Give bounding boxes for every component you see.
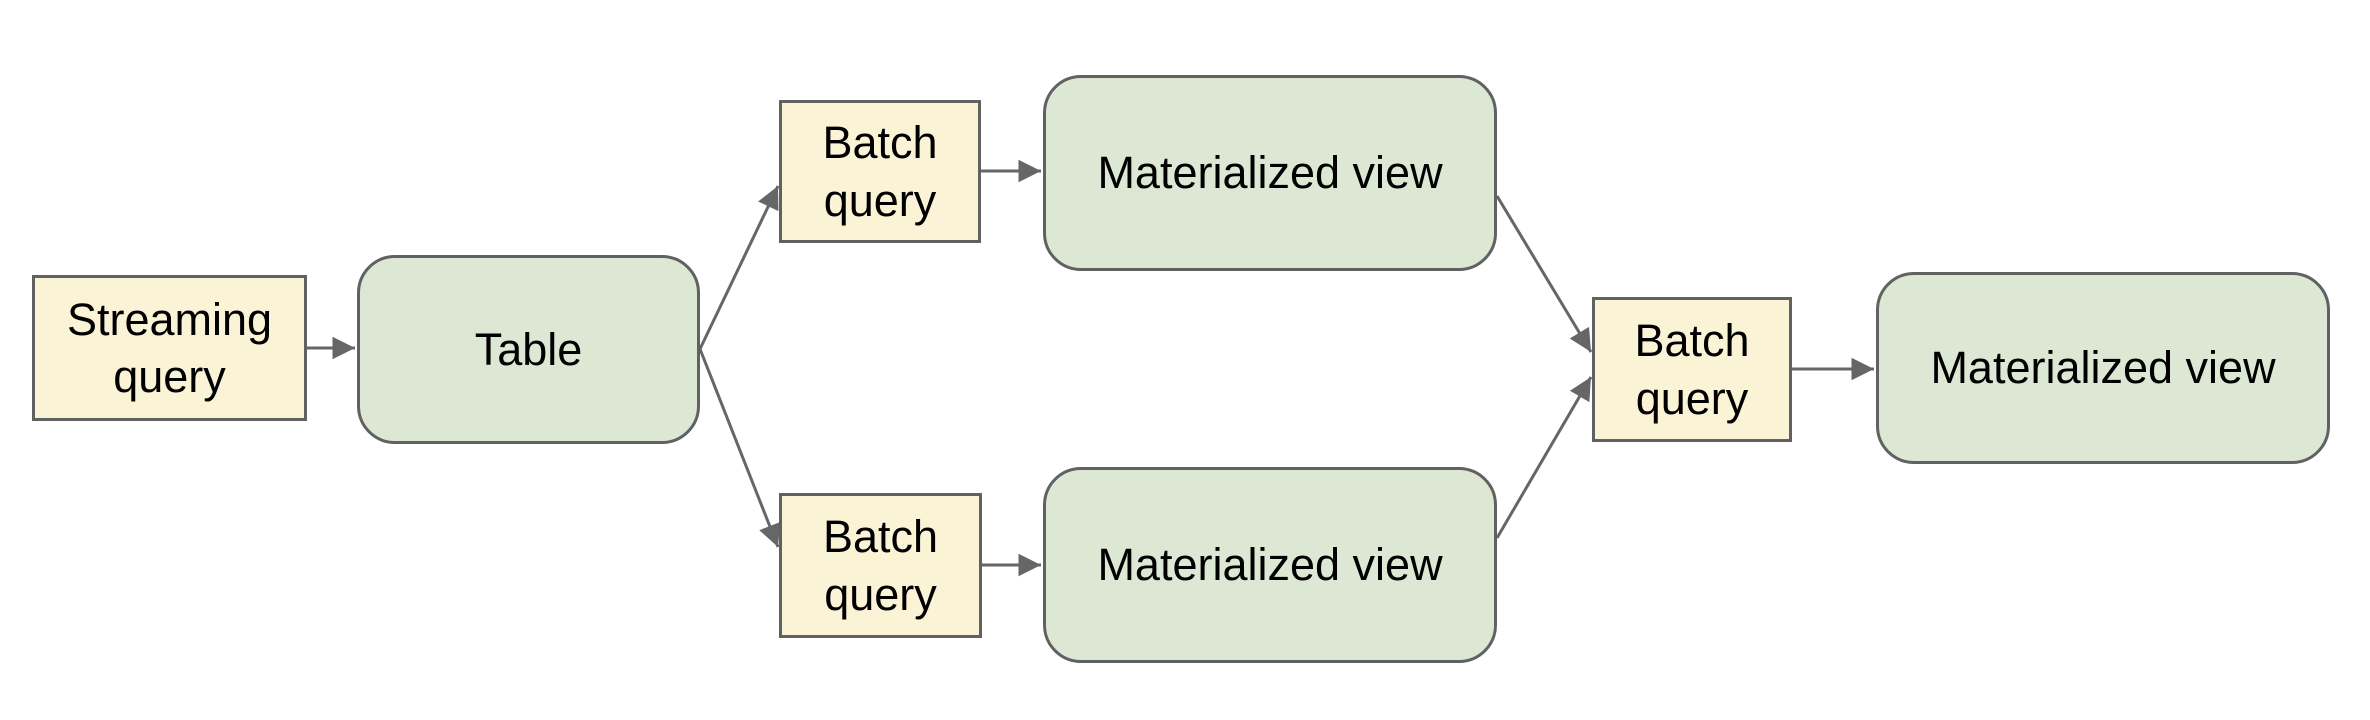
node-materialized-view-bottom: Materialized view [1043,467,1497,663]
node-label: Materialized view [1930,342,2276,394]
node-streaming-query: Streaming query [32,275,307,421]
node-label: Table [474,323,583,375]
node-label: Materialized view [1097,147,1443,199]
edge-materialized-view-bottom-to-batch-query-right [1495,376,1593,539]
node-materialized-view-right: Materialized view [1876,272,2330,464]
node-label: Batch query [1634,315,1750,424]
edge-materialized-view-top-to-batch-query-right [1495,195,1593,353]
node-label: Batch query [822,511,939,620]
edge-table-to-batch-query-top [698,185,780,350]
node-label: Streaming query [66,293,273,402]
node-batch-query-right: Batch query [1592,297,1792,442]
node-table: Table [357,255,700,444]
node-label: Batch query [822,117,938,226]
node-label: Materialized view [1097,539,1443,591]
node-materialized-view-top: Materialized view [1043,75,1497,271]
edge-table-to-batch-query-bottom [698,348,781,548]
node-batch-query-top: Batch query [779,100,981,243]
node-batch-query-bottom: Batch query [779,493,982,638]
